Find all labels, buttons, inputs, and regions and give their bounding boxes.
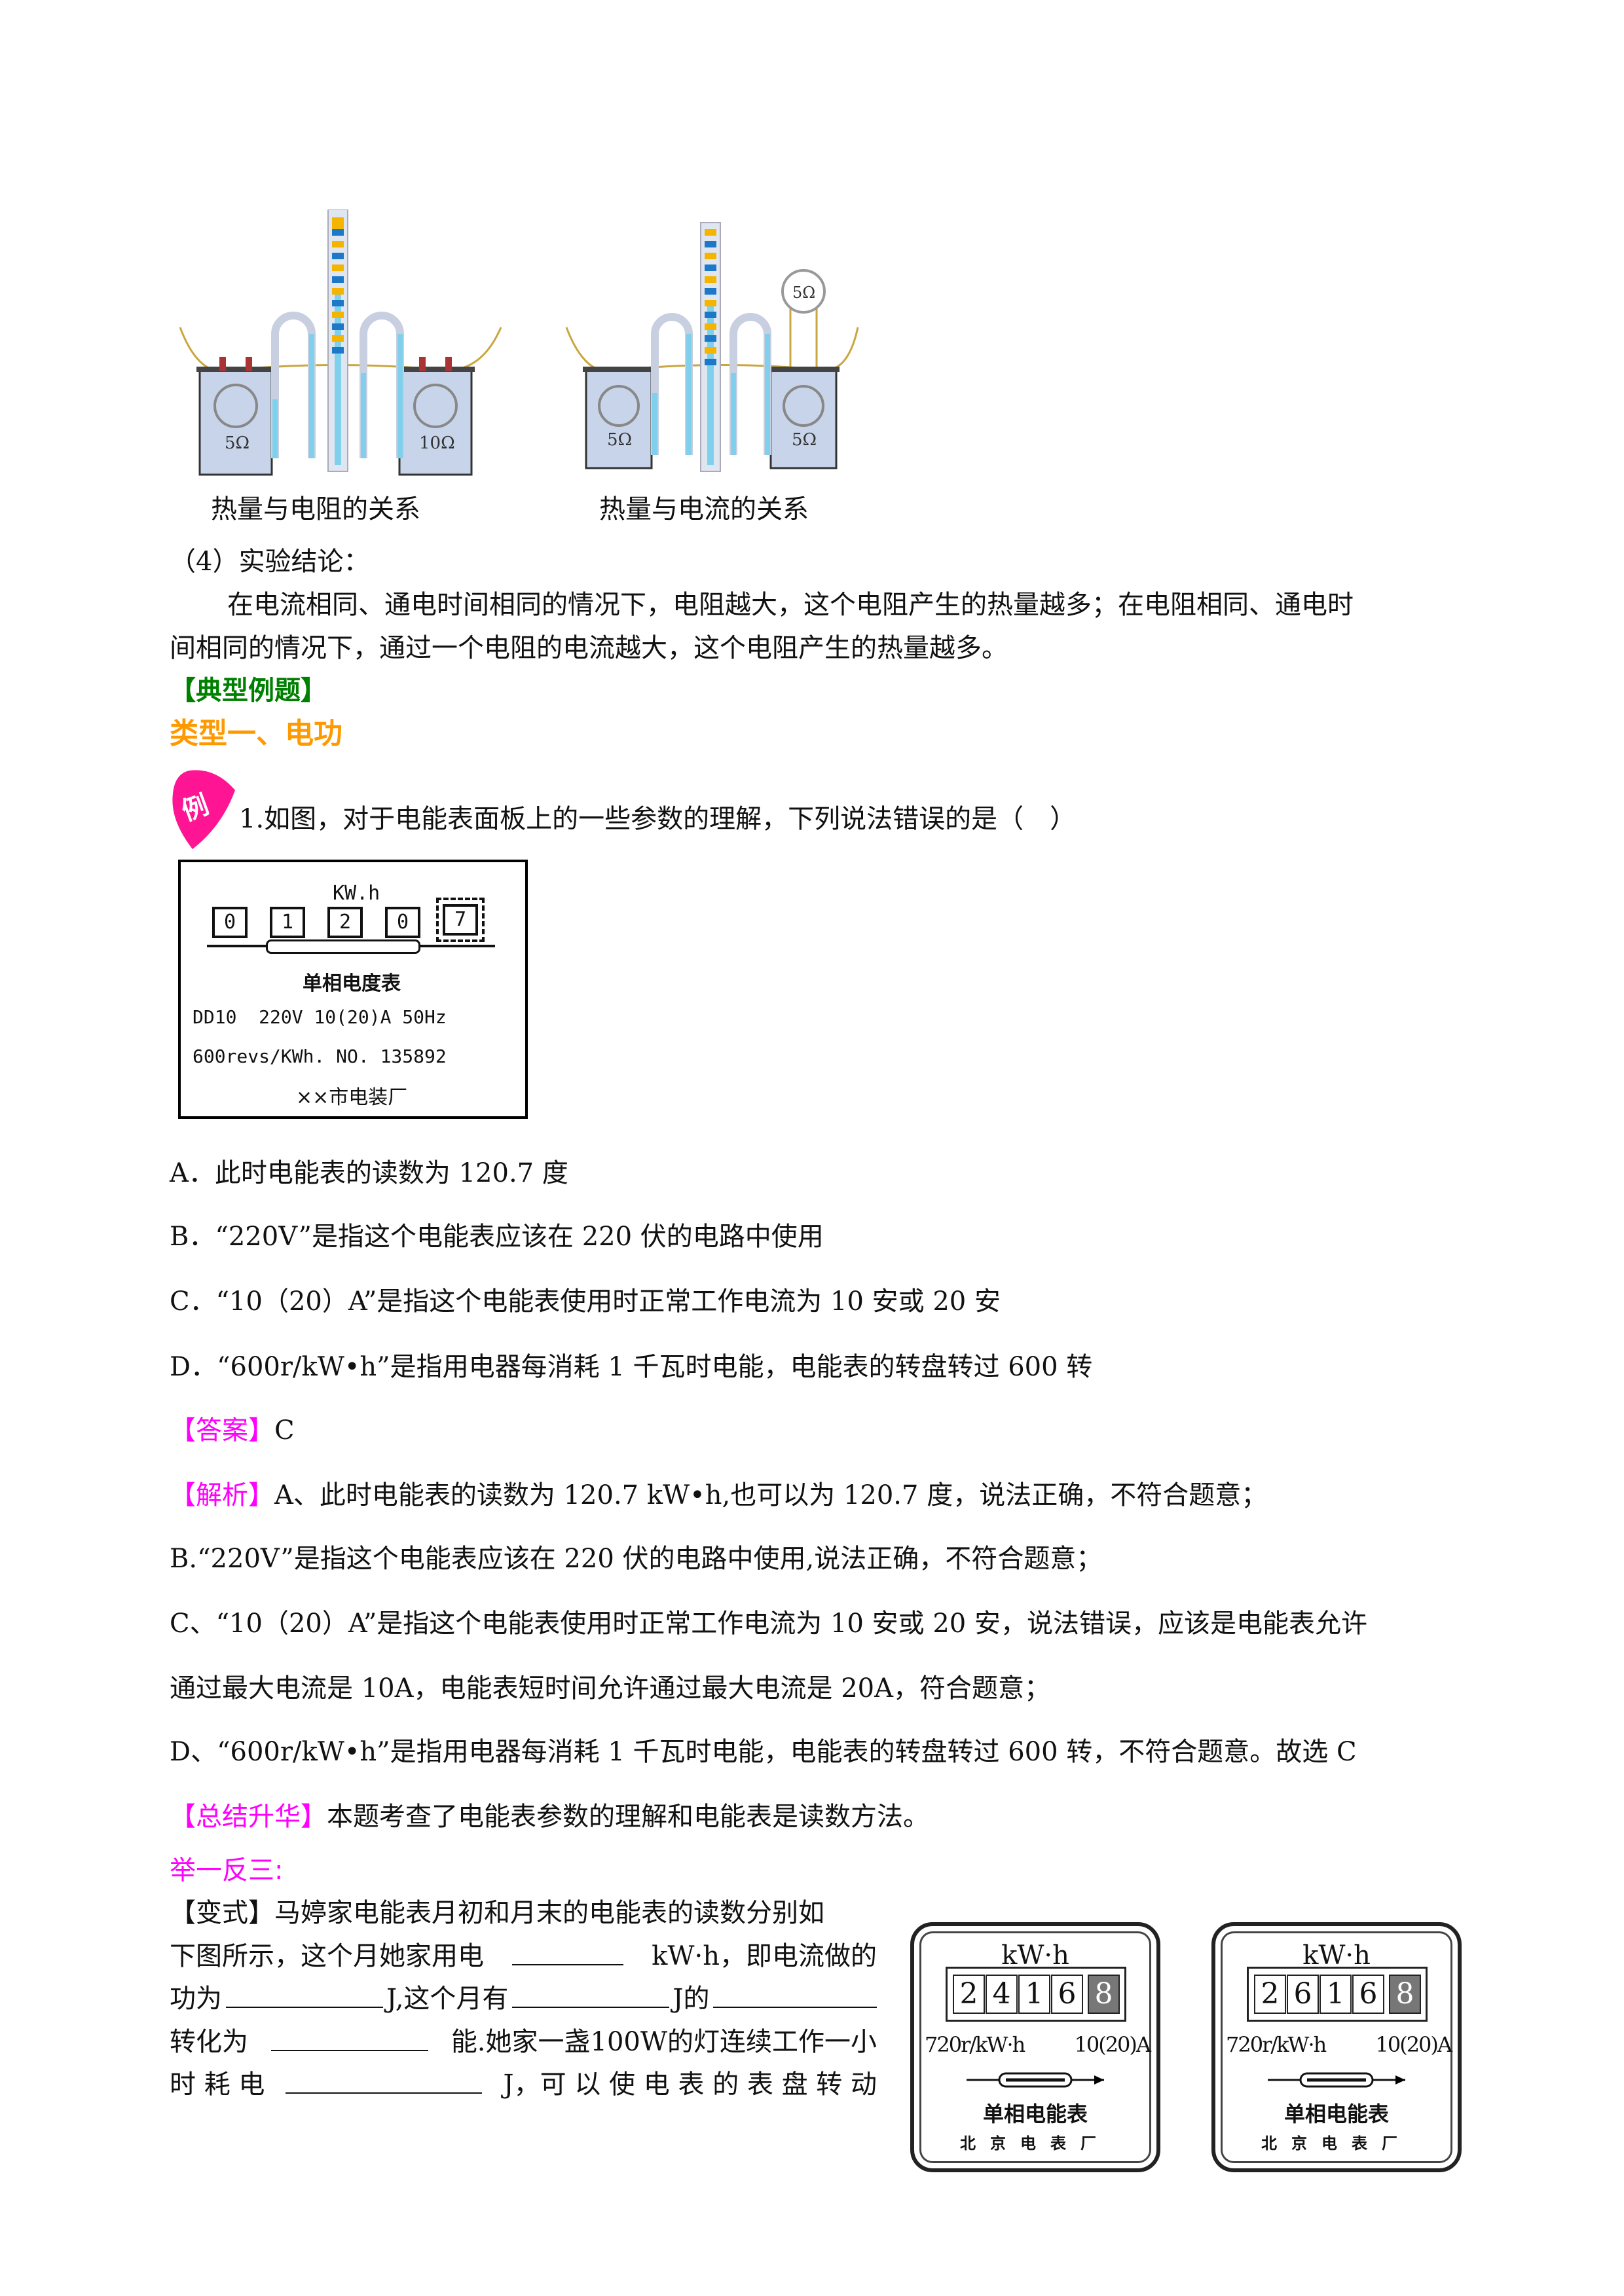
analysis-line-4: 通过最大电流是 10A，电能表短时间允许通过最大电流是 20A，符合题意； bbox=[170, 1673, 1050, 1704]
heat-current-apparatus: 5Ω 5Ω 5Ω bbox=[565, 222, 859, 472]
section-typical-examples: 【典型例题】 bbox=[170, 676, 327, 706]
answer-blank[interactable] bbox=[225, 1983, 383, 2008]
meter-digit: 7 bbox=[436, 898, 485, 942]
meter-digit: 8 bbox=[1389, 1975, 1421, 2014]
meter-digit: 6 bbox=[1352, 1975, 1384, 2014]
meter-maker: 北京电表厂 bbox=[960, 2134, 1111, 2153]
answer-blank[interactable] bbox=[712, 1983, 877, 2008]
analysis-label: 【解析】 bbox=[170, 1480, 274, 1510]
figure-caption-resistance: 热量与电阻的关系 bbox=[211, 494, 420, 524]
practice-text: 功为 bbox=[170, 1984, 222, 2014]
practice-line: 转化为 能.她家一盏100W的灯连续工作一小 bbox=[170, 2026, 877, 2058]
conclusion-line-2: 间相同的情况下，通过一个电阻的电流越大，这个电阻产生的热量越多。 bbox=[170, 633, 1008, 663]
meter-spec-current: 10(20)A bbox=[1074, 2032, 1151, 2057]
practice-text: 转化为 bbox=[170, 2026, 248, 2057]
meter-name: 单相电能表 bbox=[1283, 2102, 1389, 2126]
meter-digit: 2 bbox=[327, 907, 363, 938]
practice-text: 下图所示，这个月她家用电 bbox=[170, 1941, 484, 1971]
meter-digit: 0 bbox=[385, 907, 420, 938]
meter-spec-rev: 720r/kW·h bbox=[1226, 2032, 1327, 2057]
meter-maker: 北京电表厂 bbox=[1261, 2134, 1412, 2153]
summary-line: 【总结升华】本题考查了电能表参数的理解和电能表是读数方法。 bbox=[170, 1802, 929, 1832]
svg-text:5Ω: 5Ω bbox=[792, 430, 817, 450]
answer-blank[interactable] bbox=[511, 1983, 669, 2008]
meter-digit: 6 bbox=[1287, 1975, 1319, 2014]
answer-blank[interactable] bbox=[286, 2069, 483, 2094]
answer-label: 【答案】 bbox=[170, 1415, 274, 1446]
meter-name: 单相电能表 bbox=[982, 2102, 1088, 2126]
meter-spec-rev: 720r/kW·h bbox=[925, 2032, 1025, 2057]
practice-heading: 举一反三: bbox=[170, 1855, 284, 1886]
answer-line: 【答案】C bbox=[170, 1415, 295, 1446]
practice-line: 时 耗 电 J，可 以 使 电 表 的 表 盘 转 动 bbox=[170, 2069, 877, 2100]
option-b: B．“220V”是指这个电能表应该在 220 伏的电路中使用 bbox=[170, 1222, 824, 1252]
practice-text: J，可 以 使 电 表 的 表 盘 转 动 bbox=[503, 2069, 877, 2100]
meter-digit: 2 bbox=[1254, 1975, 1286, 2014]
meter-digit: 1 bbox=[1018, 1975, 1050, 2014]
figure-caption-current: 热量与电流的关系 bbox=[599, 494, 809, 524]
meter-spec-current: 10(20)A bbox=[1375, 2032, 1452, 2057]
analysis-line-3: C、“10（20）A”是指这个电能表使用时正常工作电流为 10 安或 20 安，… bbox=[170, 1609, 1367, 1639]
practice-line: 【变式】马婷家电能表月初和月末的电能表的读数分别如 bbox=[170, 1897, 877, 1929]
resistor-label-5ohm: 5Ω bbox=[225, 433, 249, 453]
practice-text: kW·h，即电流做的 bbox=[652, 1941, 877, 1971]
meter-digit: 6 bbox=[1051, 1975, 1083, 2014]
practice-text: J的 bbox=[673, 1984, 710, 2014]
answer-value: C bbox=[274, 1415, 295, 1446]
practice-text: 【变式】马婷家电能表月初和月末的电能表的读数分别如 bbox=[170, 1898, 824, 1928]
option-c: C．“10（20）A”是指这个电能表使用时正常工作电流为 10 安或 20 安 bbox=[170, 1286, 1001, 1317]
practice-line: 功为 J,这个月有 J的 bbox=[170, 1983, 877, 2014]
practice-text: J,这个月有 bbox=[386, 1984, 509, 2014]
practice-text: 时 耗 电 bbox=[170, 2069, 265, 2100]
answer-blank[interactable] bbox=[270, 2026, 428, 2051]
meter-digit: 8 bbox=[1088, 1975, 1120, 2014]
analysis-line-2: B.“220V”是指这个电能表应该在 220 伏的电路中使用,说法正确，不符合题… bbox=[170, 1544, 1103, 1574]
answer-blank[interactable] bbox=[512, 1941, 624, 1965]
option-d: D．“600r/kW•h”是指用电器每消耗 1 千瓦时电能，电能表的转盘转过 6… bbox=[170, 1352, 1093, 1382]
summary-label: 【总结升华】 bbox=[170, 1802, 327, 1832]
meter-digit: 2 bbox=[953, 1975, 985, 2014]
meter-unit: kW·h bbox=[1302, 1941, 1371, 1971]
heat-resistance-apparatus: 5Ω 10Ω bbox=[179, 210, 502, 476]
meter-digit: 1 bbox=[270, 907, 305, 938]
conclusion-heading: （4）实验结论： bbox=[170, 547, 370, 577]
resistor-label-10ohm: 10Ω bbox=[419, 433, 455, 453]
meter-unit: kW·h bbox=[1001, 1941, 1069, 1971]
option-a: A．此时电能表的读数为 120.7 度 bbox=[170, 1158, 568, 1188]
analysis-line-1: 【解析】A、此时电能表的读数为 120.7 kW•h,也可以为 120.7 度，… bbox=[170, 1480, 1268, 1510]
example-badge-icon: 例 bbox=[170, 767, 238, 852]
meter-digit: 0 bbox=[212, 907, 248, 938]
practice-text: 能.她家一盏100W的灯连续工作一小 bbox=[451, 2026, 877, 2057]
meter-digit: 4 bbox=[986, 1975, 1018, 2014]
question-1-text: 1.如图，对于电能表面板上的一些参数的理解，下列说法错误的是（ ） bbox=[239, 804, 1077, 834]
conclusion-line-1: 在电流相同、通电时间相同的情况下，电阻越大，这个电阻产生的热量越多；在电阻相同、… bbox=[227, 590, 1354, 620]
svg-text:5Ω: 5Ω bbox=[607, 430, 632, 450]
analysis-line-5: D、“600r/kW•h”是指用电器每消耗 1 千瓦时电能，电能表的转盘转过 6… bbox=[170, 1737, 1357, 1767]
meter-digit: 1 bbox=[1320, 1975, 1352, 2014]
section-type-1-title: 类型一、电功 bbox=[170, 717, 342, 750]
svg-text:5Ω: 5Ω bbox=[792, 283, 815, 302]
practice-line: 下图所示，这个月她家用电 kW·h，即电流做的 bbox=[170, 1941, 877, 1972]
